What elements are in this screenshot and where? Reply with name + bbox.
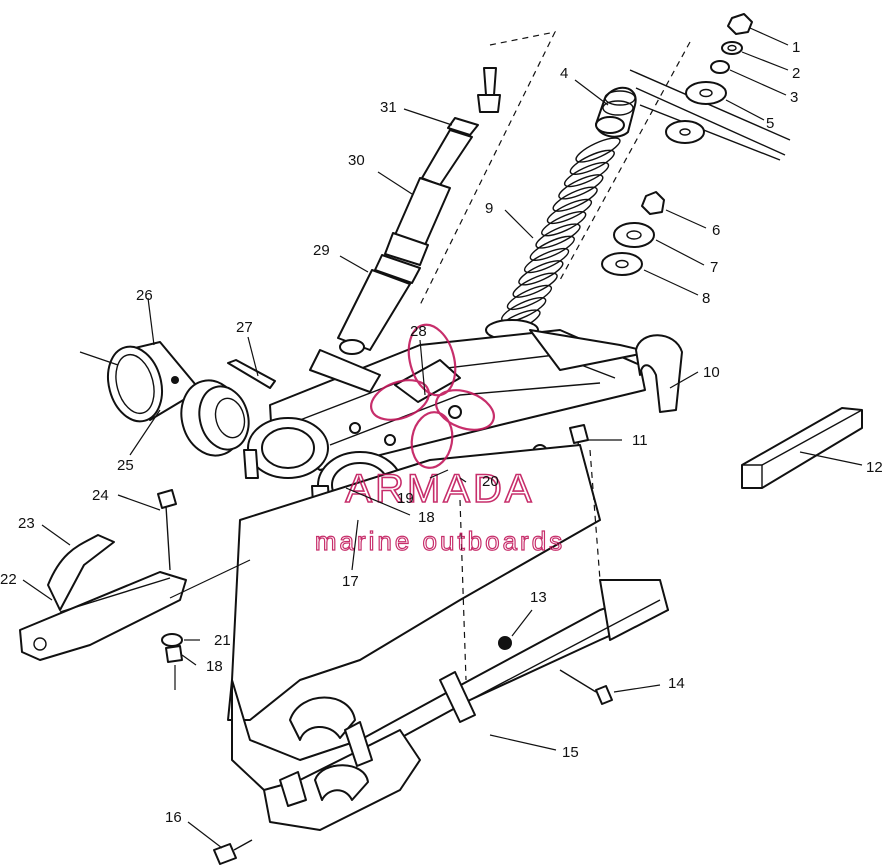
callout-4: 4	[560, 65, 568, 82]
callout-19: 19	[397, 490, 414, 507]
watermark-tagline: marine outboards	[315, 526, 565, 556]
callout-23: 23	[18, 515, 35, 532]
callout-29: 29	[313, 242, 330, 259]
callout-1: 1	[792, 39, 800, 56]
spring-coil	[546, 198, 593, 225]
spring-coil	[518, 260, 564, 286]
callout-6: 6	[712, 222, 720, 239]
spring-coil	[558, 174, 604, 200]
callout-18-lower: 18	[206, 658, 223, 675]
spring-coil	[535, 223, 581, 249]
spring-coil	[575, 137, 621, 163]
top-hardware	[601, 13, 753, 276]
callout-22: 22	[0, 571, 17, 588]
callout-12: 12	[866, 459, 883, 476]
callout-18-upper: 18	[418, 509, 435, 526]
callout-10: 10	[703, 364, 720, 381]
upper-frame-rails	[419, 31, 791, 306]
centre-lines	[79, 351, 601, 690]
spring-coil	[563, 161, 610, 188]
callout-27: 27	[236, 319, 253, 336]
left-bracket	[19, 489, 187, 663]
callout-14: 14	[668, 675, 685, 692]
axle-bushings	[107, 341, 276, 457]
callout-30: 30	[348, 152, 365, 169]
lower-housing	[227, 444, 669, 831]
callout-3: 3	[790, 89, 798, 106]
spring-coil	[523, 247, 570, 274]
callout-2: 2	[792, 65, 800, 82]
callout-13: 13	[530, 589, 547, 606]
coil-spring	[485, 86, 637, 341]
swing-arm	[269, 329, 683, 471]
square-tube	[741, 407, 863, 489]
callout-17: 17	[342, 573, 359, 590]
callout-26: 26	[136, 287, 153, 304]
spring-coil	[541, 211, 587, 237]
spring-coil	[506, 284, 553, 311]
callout-11: 11	[632, 432, 648, 449]
spring-coil	[512, 272, 558, 298]
callout-7: 7	[710, 259, 718, 276]
watermark-logo	[370, 323, 495, 469]
callout-31: 31	[380, 99, 397, 116]
callout-21: 21	[214, 632, 231, 649]
callout-20: 20	[482, 473, 499, 490]
screws	[213, 636, 613, 865]
callout-28: 28	[410, 323, 427, 340]
callout-leaders	[22, 27, 863, 849]
callout-8: 8	[702, 290, 710, 307]
callout-5: 5	[766, 115, 774, 132]
callout-15: 15	[562, 744, 579, 761]
shock-absorber	[337, 67, 501, 355]
callout-9: 9	[485, 200, 493, 217]
callout-25: 25	[117, 457, 134, 474]
callout-24: 24	[92, 487, 109, 504]
callout-16: 16	[165, 809, 182, 826]
callout-labels: 1 2 3 4 5 6 7 8 9 10 11 12 13 14 15 16 1…	[0, 39, 883, 826]
spring-coil	[569, 149, 615, 175]
spring-coil	[529, 235, 575, 261]
spring-coil	[552, 186, 598, 212]
